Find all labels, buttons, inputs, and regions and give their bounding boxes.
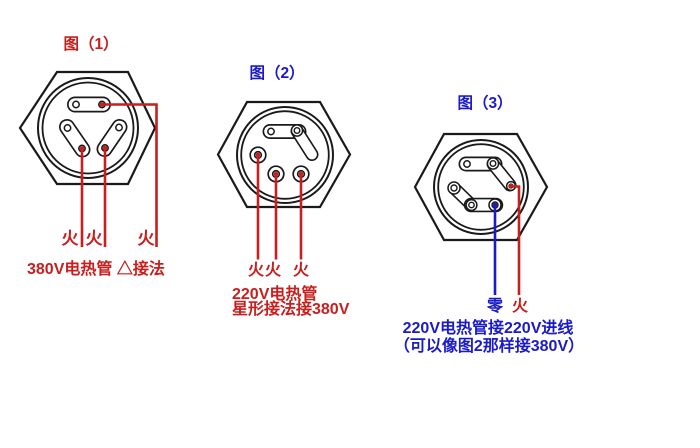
figure-2-caption-line1: 220V电热管 bbox=[232, 284, 317, 303]
figure-2-caption-line2: 星形接法接380V bbox=[232, 299, 350, 318]
terminal-hole bbox=[463, 160, 471, 168]
connector-face-inner-ring bbox=[41, 81, 135, 175]
wire-connection-dot bbox=[298, 171, 304, 177]
terminal-hole bbox=[267, 127, 275, 136]
wire-label-live: 火 bbox=[293, 261, 310, 279]
figure-3-caption-line1: 220V电热管接220V进线 bbox=[403, 318, 574, 337]
terminal-hole bbox=[468, 201, 475, 209]
connector-face-inner-ring bbox=[240, 110, 330, 200]
wire-connection-dot bbox=[492, 202, 498, 208]
wire-label-live: 火 bbox=[248, 261, 265, 279]
figure-1-caption: 380V电热管 △接法 bbox=[27, 259, 165, 278]
wire-connection-dot bbox=[102, 145, 108, 151]
figure-3: 图（3） 零 火 bbox=[394, 94, 584, 355]
figure-3-caption-line2: （可以像图2那样接380V） bbox=[394, 336, 584, 355]
wire-label-live: 火 bbox=[265, 261, 282, 279]
terminal-hole bbox=[115, 123, 123, 132]
figure-1: 图（1） 火 火 火 380V电热管 △接法 bbox=[18, 35, 165, 278]
terminal-hole bbox=[450, 184, 458, 192]
wire-label-live: 火 bbox=[62, 229, 80, 248]
terminal-hole bbox=[72, 100, 80, 109]
wire-connection-dot bbox=[99, 102, 105, 107]
figure-2-title: 图（2） bbox=[249, 64, 304, 82]
terminal-hole bbox=[63, 124, 72, 132]
figure-2: 图（2） 火 火 火 220V电热管 星形接法接380V bbox=[216, 64, 352, 318]
wire-connection-dot bbox=[273, 171, 279, 177]
live-wire bbox=[102, 103, 158, 247]
terminal-hole bbox=[489, 159, 497, 167]
figure-1-title: 图（1） bbox=[63, 35, 118, 53]
wire-connection-dot bbox=[255, 152, 261, 158]
connector-face-outer-ring bbox=[433, 139, 529, 235]
wire-connection-dot bbox=[79, 146, 85, 151]
wire-label-live: 火 bbox=[138, 229, 156, 248]
wire-label-live: 火 bbox=[86, 229, 104, 248]
connector-face-outer-ring bbox=[37, 77, 139, 179]
wire-label-neutral: 零 bbox=[486, 297, 504, 315]
wire-connection-dot bbox=[508, 183, 514, 189]
hexagon-connector-body bbox=[18, 70, 157, 186]
connector-face-inner-ring bbox=[437, 143, 525, 231]
wire-label-live: 火 bbox=[512, 297, 529, 315]
terminal-hole bbox=[293, 126, 301, 134]
figure-3-title: 图（3） bbox=[457, 94, 512, 112]
connector-face-outer-ring bbox=[236, 106, 334, 204]
live-wire bbox=[512, 185, 521, 295]
